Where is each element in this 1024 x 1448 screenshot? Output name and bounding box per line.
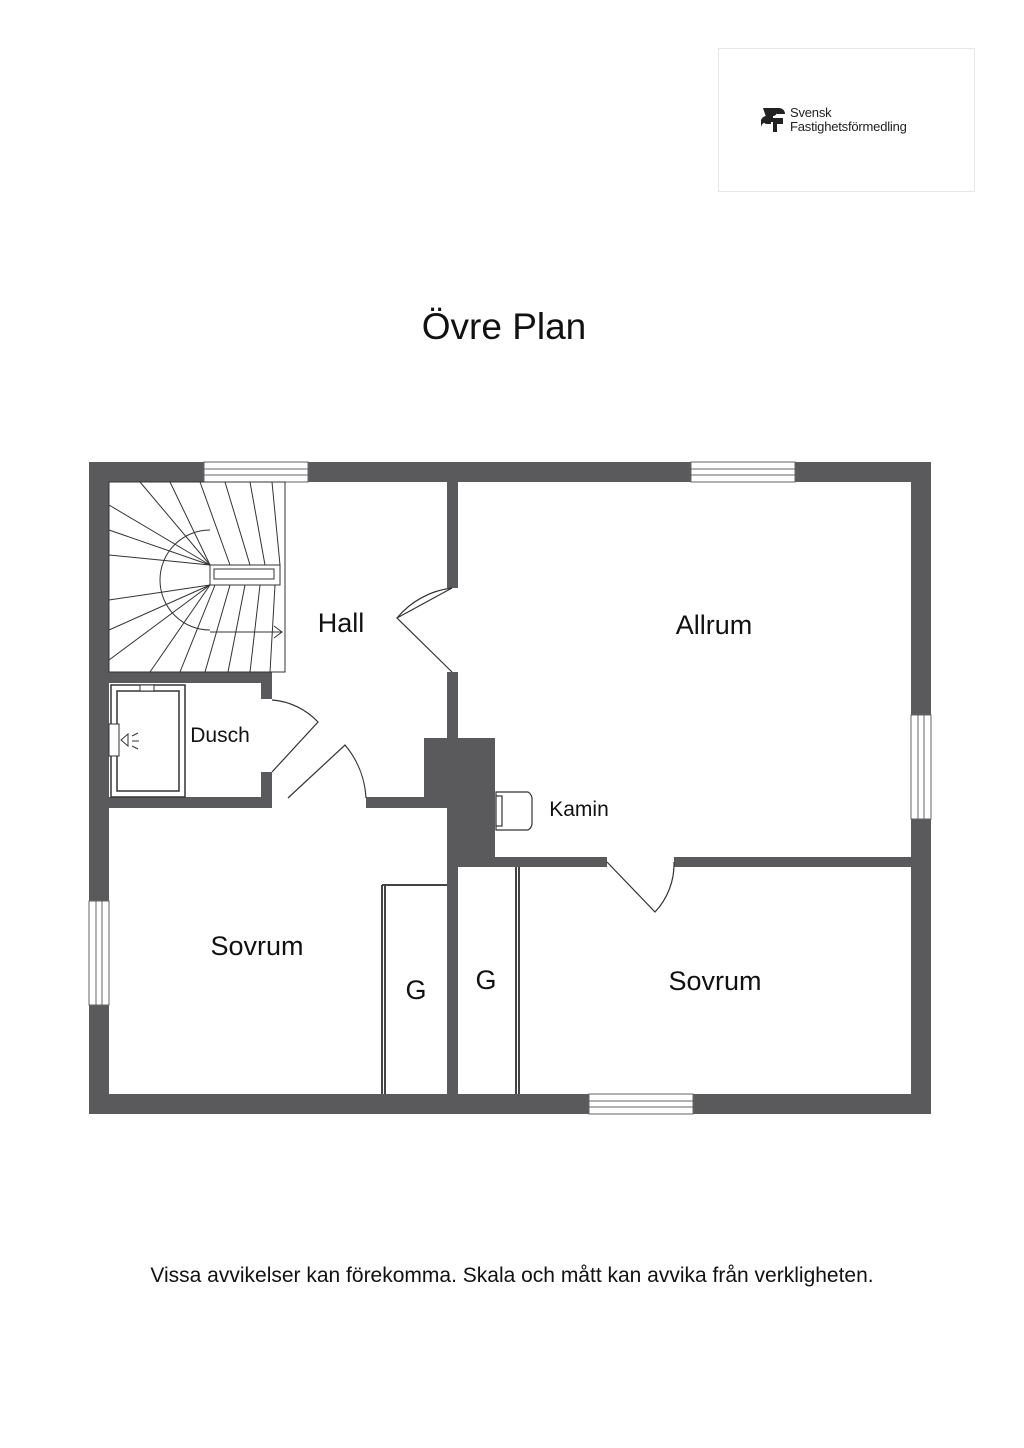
company-logo: Svensk Fastighetsförmedling <box>718 48 975 192</box>
room-label-kamin: Kamin <box>549 798 609 821</box>
window-bottom <box>588 1093 694 1115</box>
logo-line-2: Fastighetsförmedling <box>790 119 907 134</box>
room-label-garderob-left: G <box>405 975 426 1005</box>
room-label-sovrum-right: Sovrum <box>668 966 761 996</box>
window-top-left <box>203 461 309 483</box>
windows <box>88 461 932 1115</box>
room-label-sovrum-left: Sovrum <box>210 931 303 961</box>
room-label-hall: Hall <box>318 608 365 638</box>
disclaimer-text: Vissa avvikelser kan förekomma. Skala oc… <box>150 1264 874 1287</box>
logo-line-1: Svensk <box>790 105 832 120</box>
plan-title: Övre Plan <box>421 306 587 347</box>
sf-logo-icon <box>761 108 785 132</box>
room-label-dusch: Dusch <box>190 724 250 747</box>
doors <box>271 587 675 913</box>
window-left <box>88 900 110 1006</box>
stove-icon <box>495 791 533 831</box>
interior-walls <box>109 482 911 1094</box>
room-label-garderob-right: G <box>475 965 496 995</box>
shower <box>108 684 186 798</box>
window-right <box>910 714 932 820</box>
wardrobe-left <box>381 884 447 1094</box>
staircase <box>108 481 286 673</box>
wardrobe-right <box>515 867 520 1094</box>
window-top-right <box>690 461 796 483</box>
room-label-allrum: Allrum <box>676 610 753 640</box>
logo-wordmark: Svensk Fastighetsförmedling <box>790 106 907 134</box>
